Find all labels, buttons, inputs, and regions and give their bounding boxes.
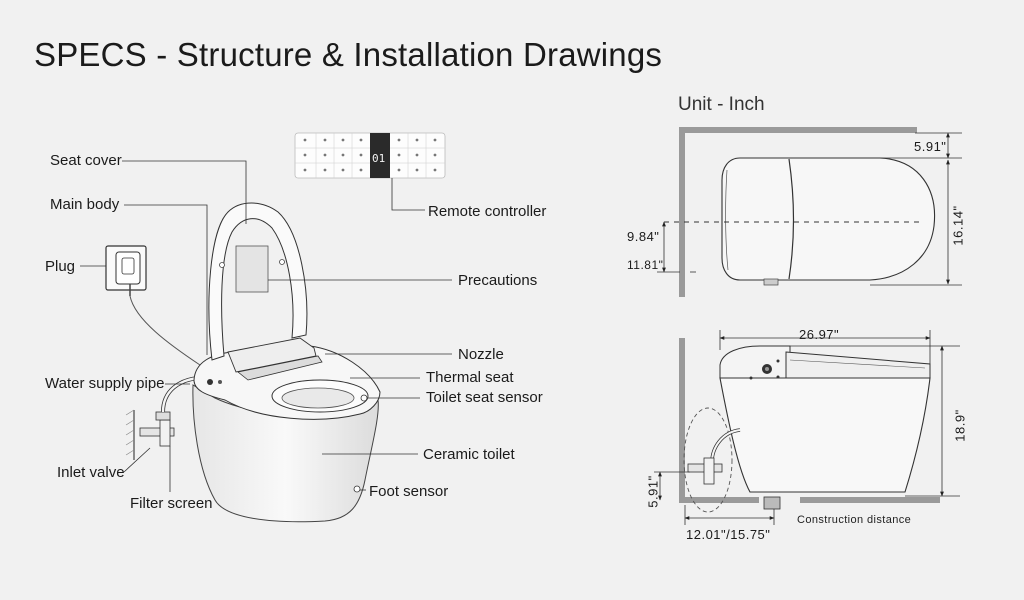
dim-top-gap: 5.91" (914, 139, 947, 154)
label-inlet-valve: Inlet valve (57, 464, 125, 481)
remote-controller: 01 (294, 132, 446, 179)
inlet-valve-part (139, 411, 175, 447)
label-filter-screen: Filter screen (130, 495, 213, 512)
label-nozzle: Nozzle (458, 346, 504, 363)
elevation-view (679, 338, 940, 513)
label-thermal-seat: Thermal seat (426, 369, 514, 386)
label-precautions: Precautions (458, 272, 538, 289)
plug-socket (105, 245, 147, 296)
remote-display: 01 (372, 152, 385, 165)
plan-view (664, 127, 936, 297)
dim-rough-in: 12.01"/15.75" (686, 527, 771, 542)
dim-construction-distance: Construction distance (797, 514, 912, 526)
label-remote-controller: Remote controller (428, 203, 547, 220)
label-seat-cover: Seat cover (50, 152, 122, 169)
label-water-supply-pipe: Water supply pipe (45, 375, 165, 392)
label-main-body: Main body (50, 196, 120, 213)
toilet-side-view (192, 202, 381, 523)
dim-center-offset: 9.84" (627, 229, 660, 244)
label-ceramic-toilet: Ceramic toilet (423, 446, 515, 463)
dim-wall-offset: 11.81" (627, 258, 664, 272)
inlet-wall (125, 409, 135, 460)
label-foot-sensor: Foot sensor (369, 483, 449, 500)
label-plug: Plug (45, 258, 76, 275)
page-title: SPECS - Structure & Installation Drawing… (34, 36, 663, 73)
label-toilet-seat-sensor: Toilet seat sensor (426, 389, 543, 406)
unit-label: Unit - Inch (678, 94, 765, 115)
